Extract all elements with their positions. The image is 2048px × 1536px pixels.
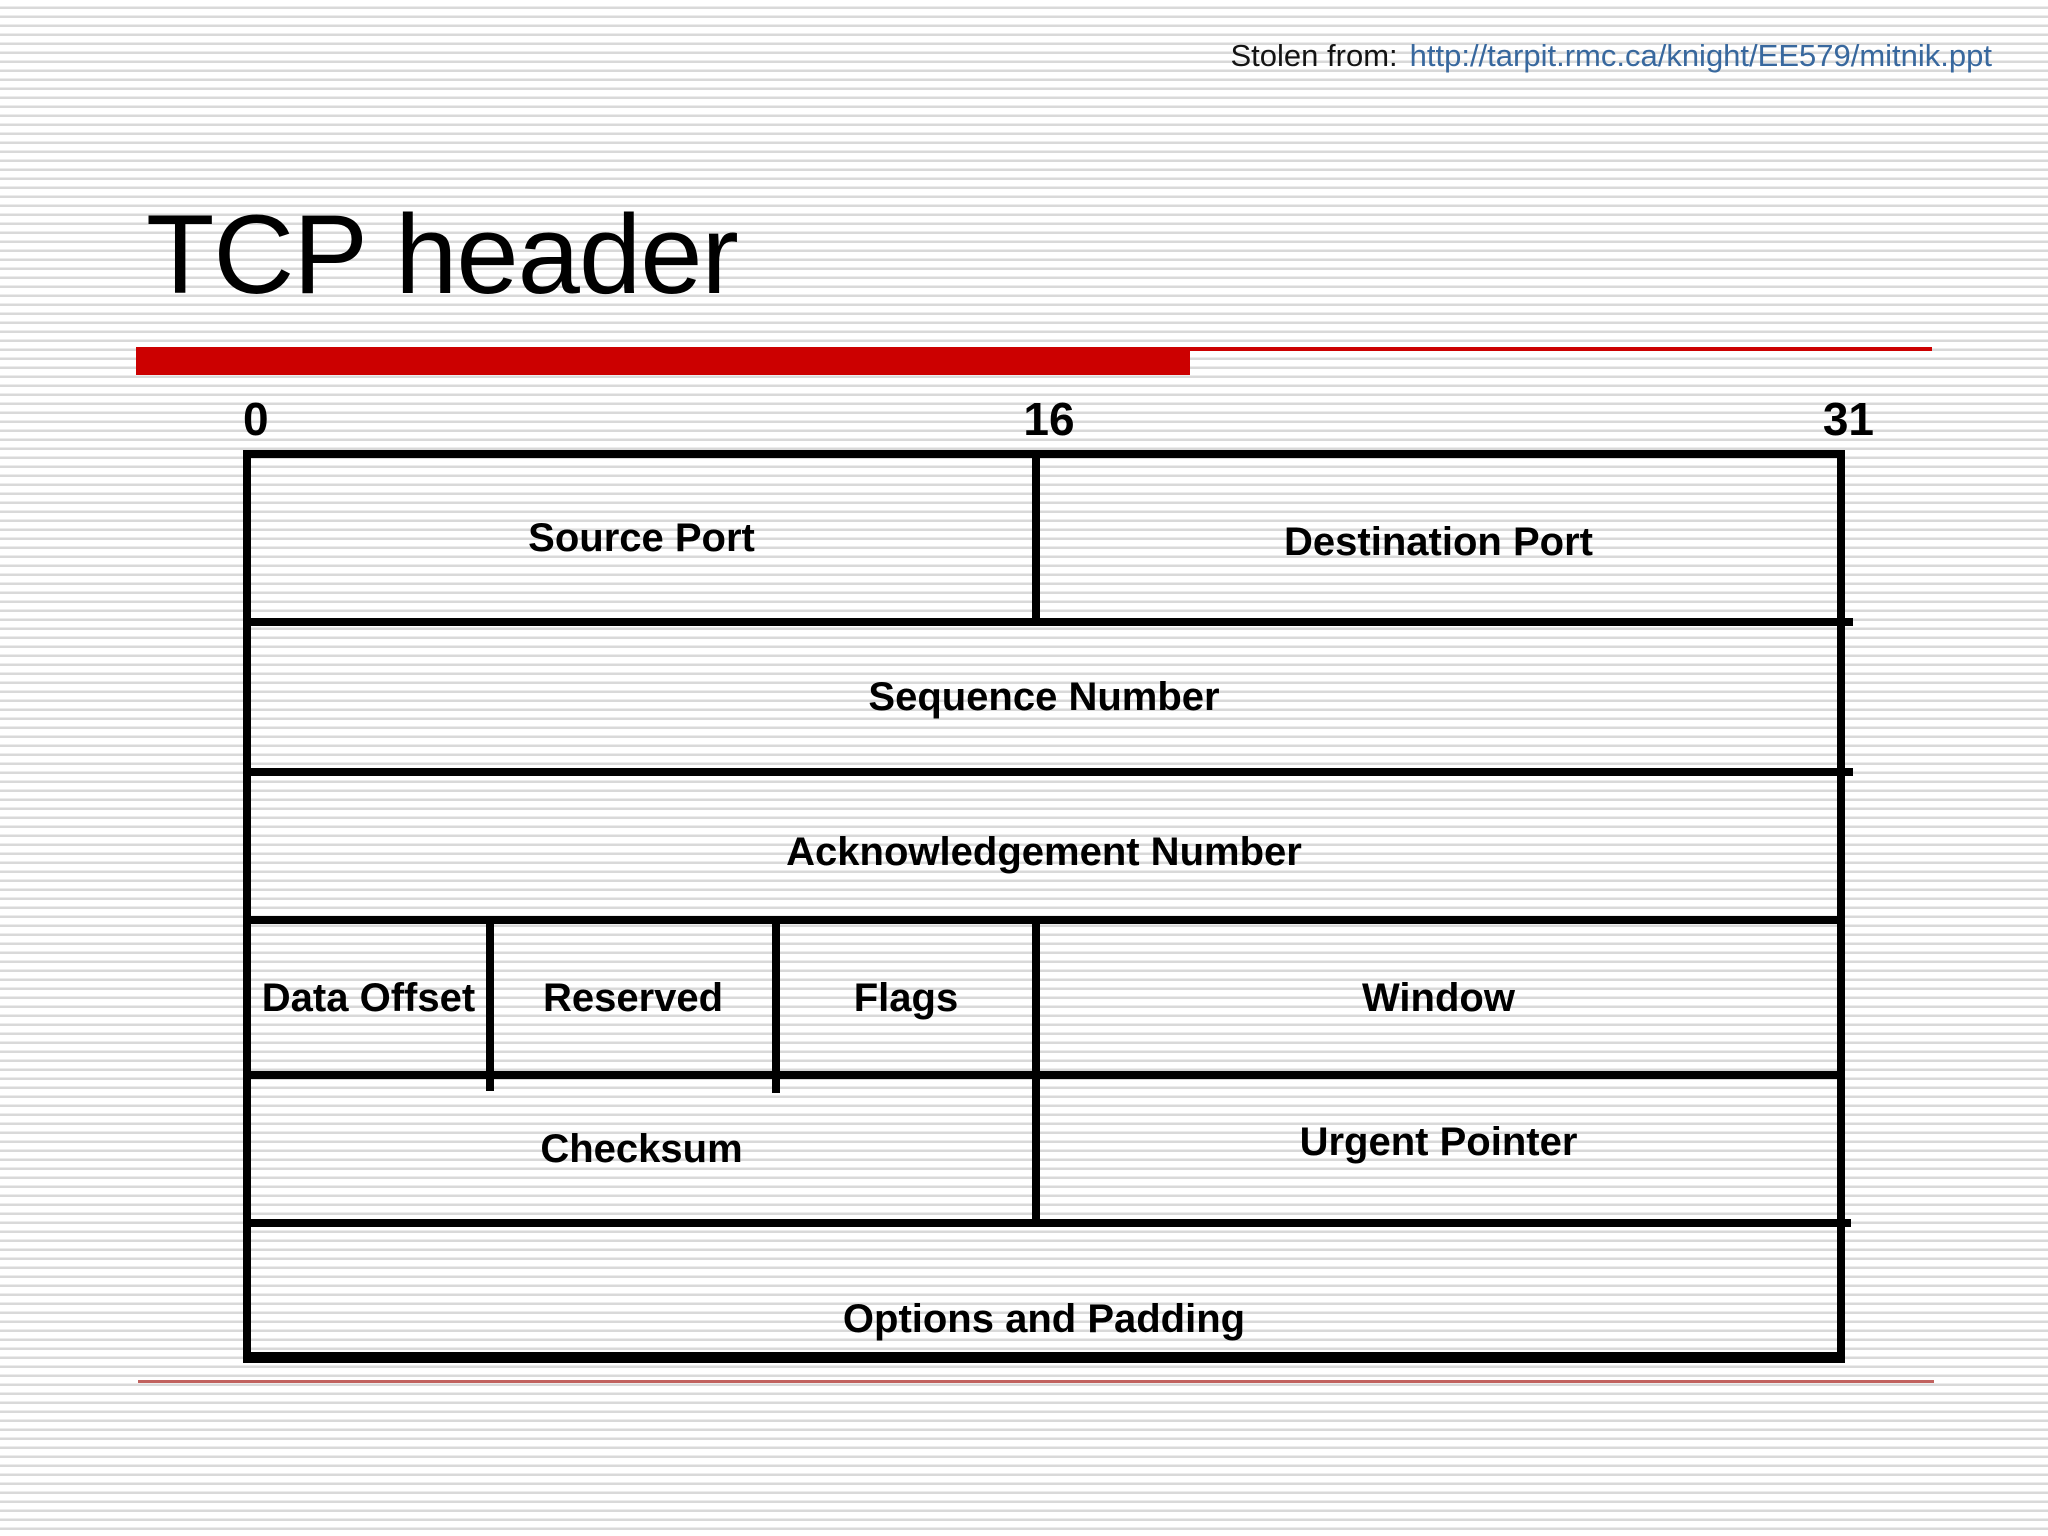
title-underline-line: [1190, 347, 1932, 351]
column-divider: [1032, 450, 1040, 626]
field-sequence-number: Sequence Number: [868, 675, 1220, 719]
row-separator: [243, 1219, 1851, 1227]
bit-label-16: 16: [1023, 393, 1075, 445]
diagram-border-top: [243, 450, 1845, 458]
field-urgent-pointer: Urgent Pointer: [1299, 1120, 1578, 1164]
bit-label-0: 0: [243, 393, 269, 445]
title-underline-bar: [136, 347, 1190, 375]
row-separator: [243, 618, 1853, 626]
diagram-border-left: [243, 450, 251, 1363]
page-title: TCP header: [146, 192, 739, 317]
field-checksum: Checksum: [540, 1127, 743, 1171]
column-divider: [772, 920, 780, 1093]
row-separator: [243, 916, 1845, 924]
field-window: Window: [1362, 975, 1515, 1020]
attribution: Stolen from: http://tarpit.rmc.ca/knight/…: [1231, 38, 1993, 74]
field-data-offset: Data Offset: [261, 975, 476, 1020]
footer-rule: [138, 1380, 1934, 1383]
column-divider: [1032, 920, 1040, 1223]
row-separator: [243, 768, 1853, 776]
column-divider: [486, 920, 494, 1091]
row-separator: [243, 1071, 1845, 1079]
attribution-label: Stolen from:: [1230, 38, 1398, 73]
field-flags: Flags: [853, 975, 959, 1020]
diagram-border-bottom: [243, 1352, 1845, 1363]
field-source-port: Source Port: [528, 516, 755, 560]
field-reserved: Reserved: [542, 975, 724, 1020]
tcp-header-diagram: Source Port Destination Port Sequence Nu…: [243, 450, 1853, 1363]
field-options-and-padding: Options and Padding: [842, 1297, 1246, 1341]
field-destination-port: Destination Port: [1284, 520, 1593, 564]
field-acknowledgement-number: Acknowledgement Number: [786, 830, 1302, 874]
diagram-border-right: [1837, 450, 1845, 1363]
bit-label-31: 31: [1822, 393, 1874, 445]
attribution-link[interactable]: http://tarpit.rmc.ca/knight/EE579/mitnik…: [1409, 38, 1992, 73]
